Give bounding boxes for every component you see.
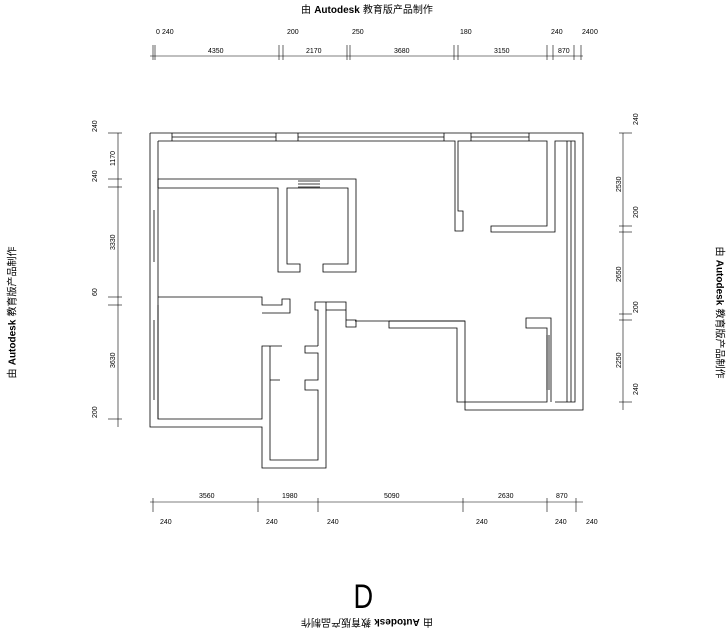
dim-right-4: 200 xyxy=(633,301,640,313)
dim-top-small-6: 240 xyxy=(582,29,594,36)
bottom-dimension-labels: 3560 1980 5090 2630 870 240 240 240 240 … xyxy=(160,493,598,526)
dim-bottom-small-0: 240 xyxy=(160,519,172,526)
dim-bottom-main-2: 5090 xyxy=(384,493,400,500)
dim-bottom-main-4: 870 xyxy=(556,493,568,500)
dim-right-5: 2250 xyxy=(616,352,623,368)
dim-left-6: 200 xyxy=(92,406,99,418)
dim-top-small-7: 0 xyxy=(594,29,598,36)
dim-left-1: 1170 xyxy=(110,151,117,166)
watermark-suffix: 教育版产品制作 xyxy=(359,5,433,16)
dim-top-small-2: 200 xyxy=(287,29,299,36)
watermark-top: 由 Autodesk 教育版产品制作 xyxy=(301,1,433,16)
dim-top-main-2: 3680 xyxy=(394,48,410,55)
dim-top-small-0: 0 xyxy=(156,29,160,36)
dim-top-small-4: 180 xyxy=(460,29,472,36)
outer-wall-outer xyxy=(150,132,584,411)
dim-top-main-1: 2170 xyxy=(306,48,322,55)
dim-right-6: 240 xyxy=(633,383,640,395)
dim-bottom-main-1: 1980 xyxy=(282,493,298,500)
dim-bottom-main-0: 3560 xyxy=(199,493,215,500)
dim-bottom-small-4: 240 xyxy=(555,519,567,526)
dim-right-2: 200 xyxy=(633,206,640,218)
dim-bottom-main-3: 2630 xyxy=(498,493,514,500)
bedroom-lower-wall xyxy=(157,305,282,420)
top-dimension-labels: 0 240 200 250 180 240 240 0 4350 2170 36… xyxy=(156,29,598,55)
dim-top-small-3: 250 xyxy=(352,29,364,36)
dim-left-5: 3630 xyxy=(110,352,117,368)
dim-bottom-small-1: 240 xyxy=(266,519,278,526)
dim-bottom-small-2: 240 xyxy=(327,519,339,526)
dim-left-4: 60 xyxy=(92,288,99,296)
kitchen-wall xyxy=(388,317,552,403)
dim-top-main-0: 4350 xyxy=(208,48,224,55)
bathroom-wall xyxy=(269,345,319,461)
right-dimension-labels: 240 2530 200 2650 200 2250 240 xyxy=(616,113,640,395)
left-dimension-labels: 240 1170 240 3330 60 3630 200 xyxy=(92,120,117,418)
dim-top-small-1: 240 xyxy=(162,29,174,36)
dim-left-2: 240 xyxy=(92,170,99,182)
sheet-letter: D xyxy=(353,578,374,616)
watermark-prefix: 由 xyxy=(301,5,315,16)
dim-top-main-4: 870 xyxy=(558,48,570,55)
floor-plan xyxy=(149,132,584,469)
dim-right-1: 2530 xyxy=(616,176,623,192)
dim-top-main-3: 3150 xyxy=(494,48,510,55)
dim-left-3: 3330 xyxy=(110,234,117,250)
dim-top-small-5: 240 xyxy=(551,29,563,36)
dim-bottom-small-3: 240 xyxy=(476,519,488,526)
dim-bottom-small-5: 240 xyxy=(586,519,598,526)
outer-wall-left xyxy=(149,133,327,469)
dim-left-0: 240 xyxy=(92,120,99,132)
bedroom-1-top xyxy=(157,178,357,273)
watermark-brand: Autodesk xyxy=(314,5,360,16)
dim-right-0: 240 xyxy=(633,113,640,125)
dimension-lines xyxy=(108,45,632,512)
corridor-wall xyxy=(314,301,357,346)
dim-right-3: 2650 xyxy=(616,266,623,282)
outer-wall-inner-top xyxy=(158,140,576,403)
